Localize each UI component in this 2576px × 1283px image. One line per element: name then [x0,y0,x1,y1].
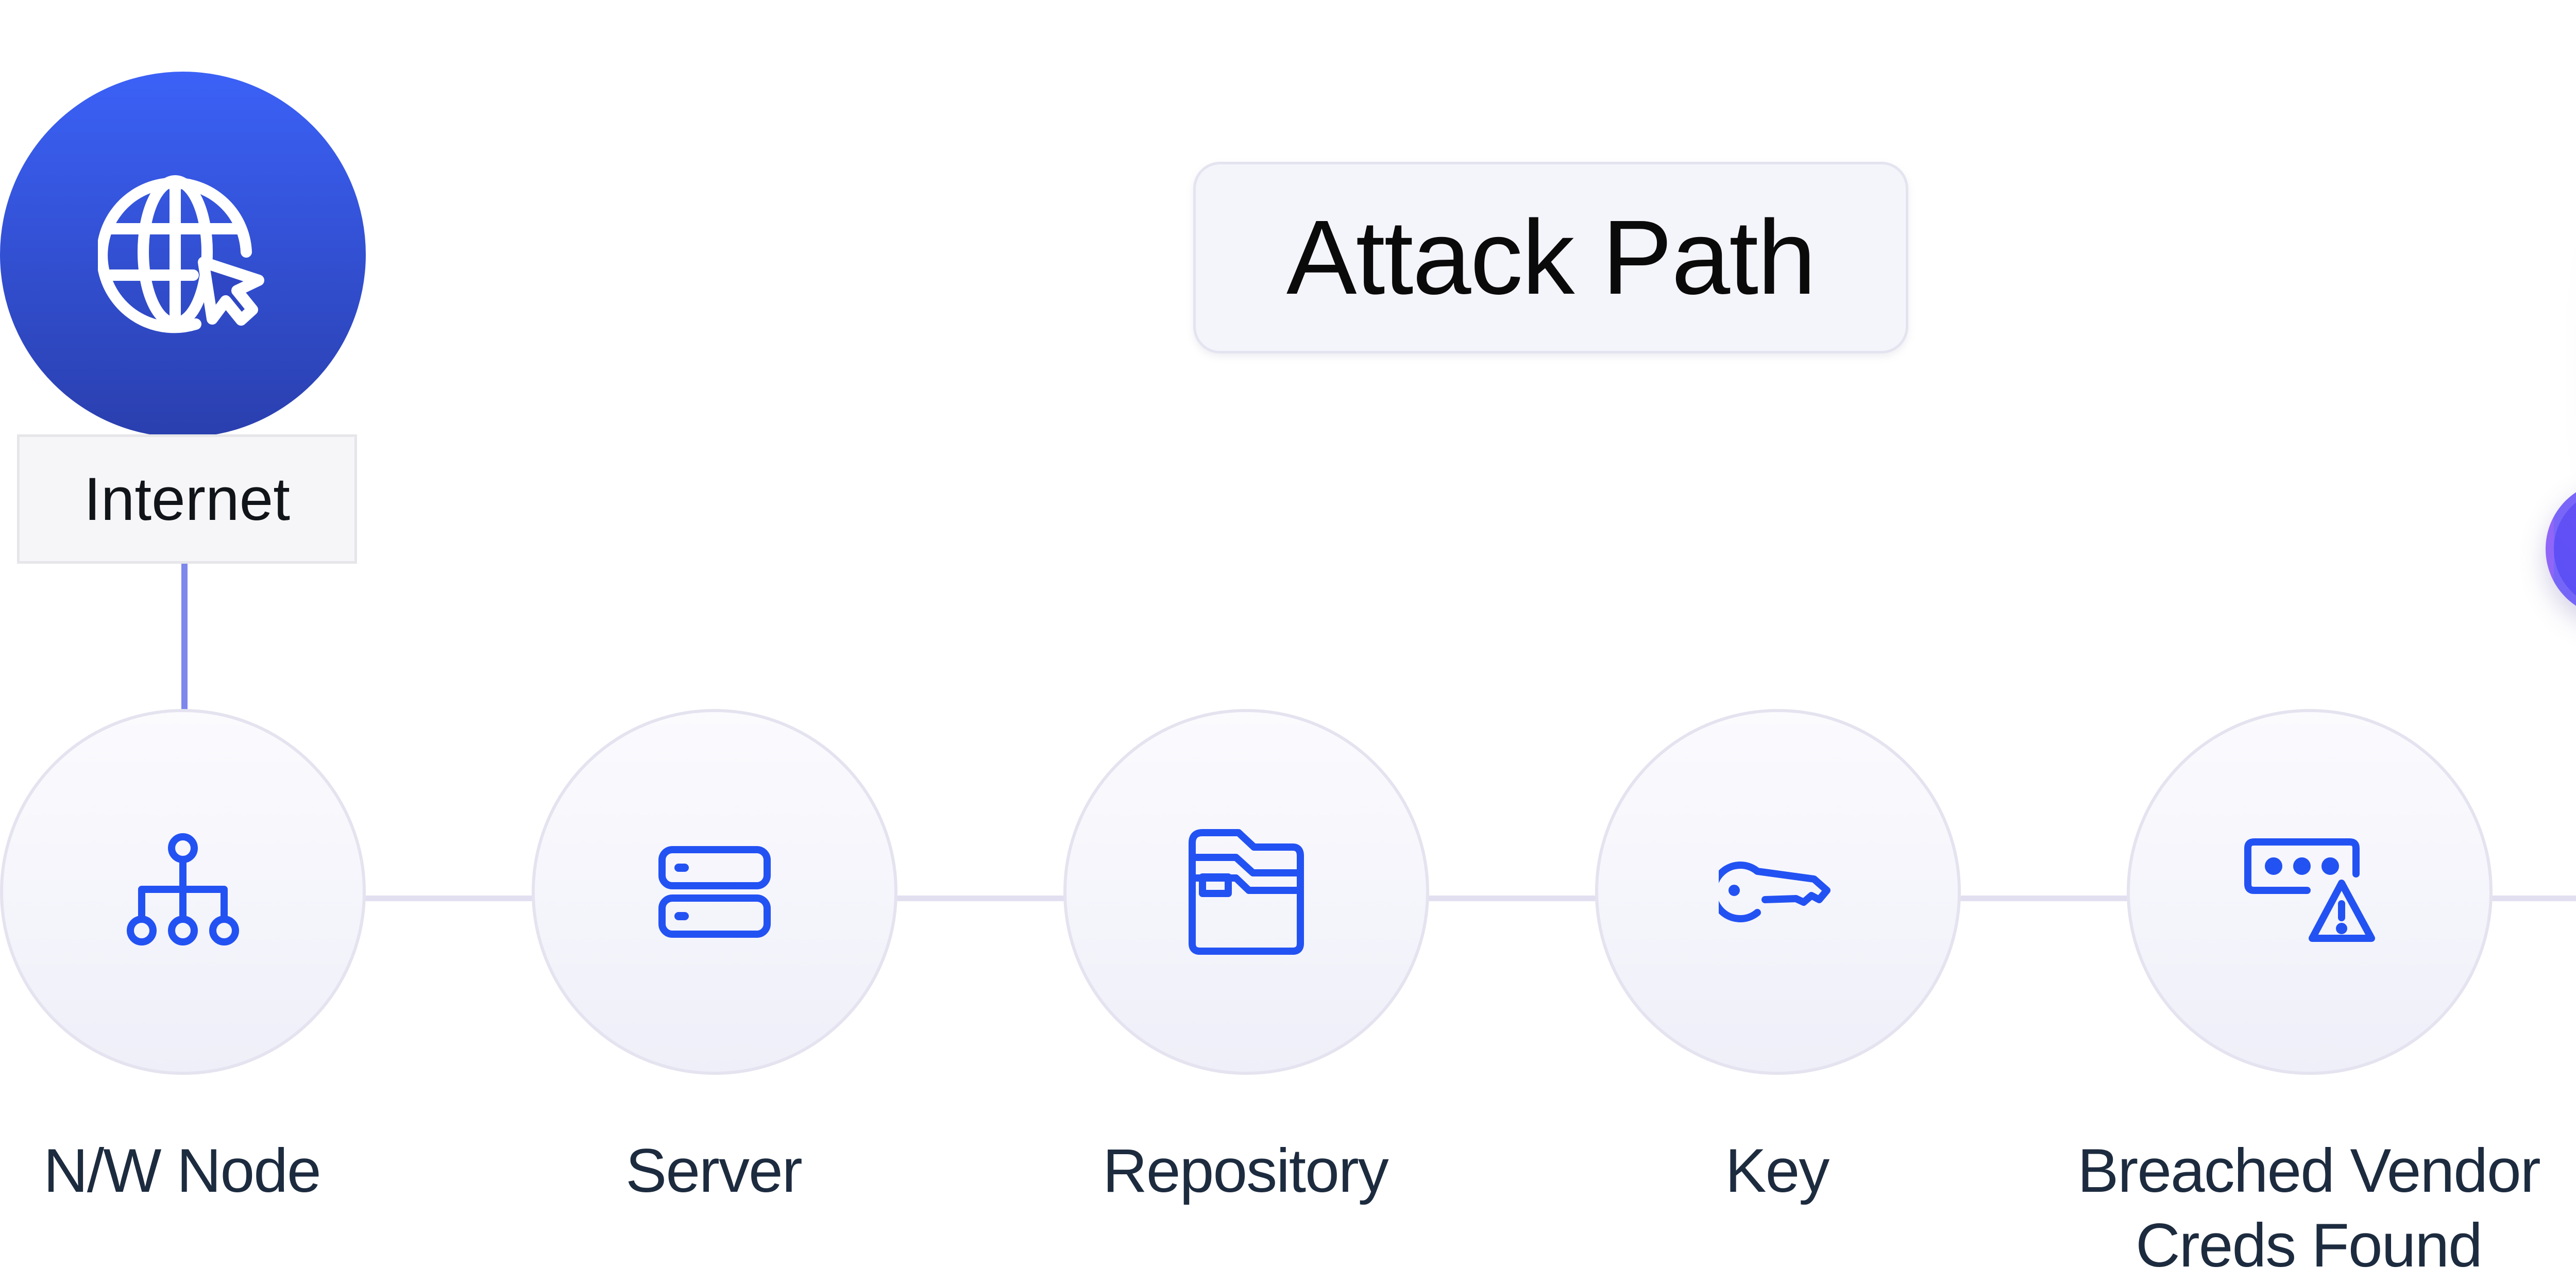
path-node-label: N/W Node [0,1134,439,1208]
repository-label: Repository [1103,1136,1389,1205]
path-node-label: Key [1519,1134,2035,1208]
breached-vendor-label-line2: Creds Found [2136,1211,2483,1280]
path-node-server[interactable] [532,709,897,1075]
globe-cursor-icon [98,175,268,334]
server-label: Server [625,1136,802,1205]
connector-2-3 [892,896,1067,901]
nw-node-label: N/W Node [43,1136,321,1205]
fix-column-glow [2566,21,2576,794]
path-node-nw-node[interactable] [0,709,366,1075]
connector-internet-nwnode [181,564,188,711]
internet-node[interactable] [0,72,366,437]
path-node-label: Breached Vendor Creds Found [2051,1134,2566,1283]
connector-5-6 [2487,896,2576,901]
breached-vendor-label-line1: Breached Vendor [2077,1136,2540,1205]
folder-icon [1187,828,1306,956]
path-node-repository[interactable] [1063,709,1429,1075]
internet-label-box: Internet [17,434,357,564]
path-node-label: Repository [988,1134,1503,1208]
internet-label: Internet [83,465,291,533]
connector-4-5 [1956,896,2131,901]
path-node-breached-vendor-creds[interactable] [2127,709,2493,1075]
connector-3-4 [1424,896,1599,901]
best-fix-location-badge[interactable]: Best Fix Location [2546,481,2576,617]
page-title: Attack Path [1286,198,1816,316]
server-icon [658,846,771,938]
path-node-label: Server [456,1134,971,1208]
password-warning-icon [2243,838,2377,946]
key-label: Key [1725,1136,1830,1205]
path-node-key[interactable] [1595,709,1961,1075]
network-hierarchy-icon [121,833,245,951]
title-box: Attack Path [1193,162,1908,353]
key-icon [1719,858,1837,925]
connector-1-2 [361,896,536,901]
